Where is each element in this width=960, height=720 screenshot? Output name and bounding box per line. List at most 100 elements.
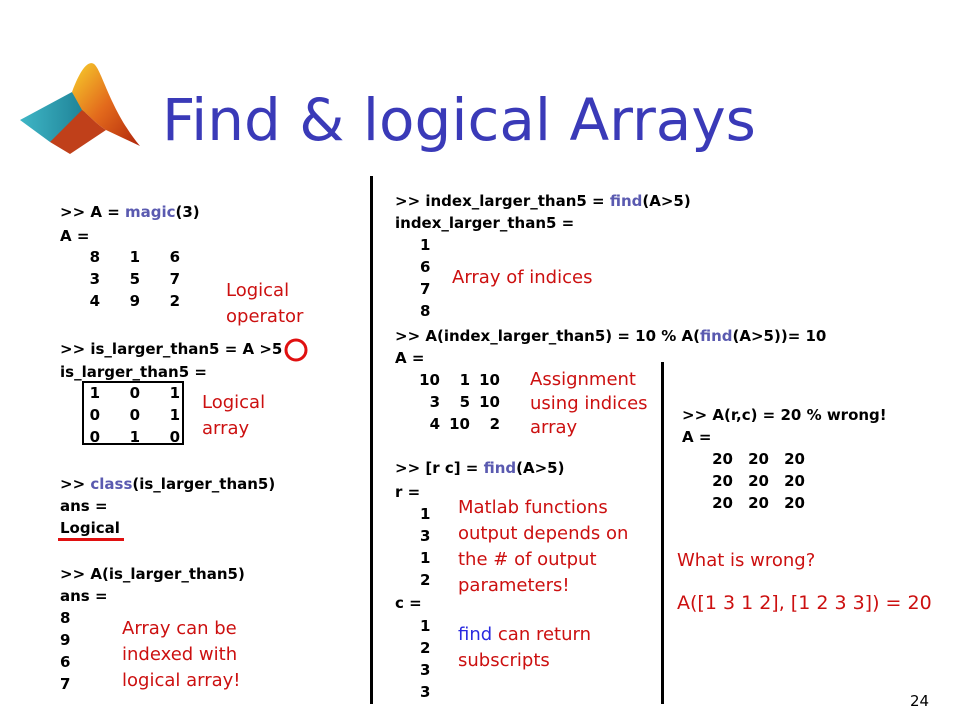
matrix-cell: 0 xyxy=(129,406,140,424)
left-cmd-index: >> A(is_larger_than5) xyxy=(60,565,245,583)
matrix-row: 8 1 6 xyxy=(60,247,180,269)
matrix-cell: 0 xyxy=(89,428,100,446)
column-value: 1 xyxy=(420,236,431,254)
left-cmd-compare: >> is_larger_than5 = A >5 xyxy=(60,340,283,358)
mid-c-values: 1 2 3 3 xyxy=(420,616,430,704)
matrix-cell: 5 xyxy=(459,393,470,411)
left-class-result: Logical xyxy=(60,519,120,537)
matrix-cell: 1 xyxy=(169,384,180,402)
matlab-membrane-logo-icon xyxy=(20,63,140,154)
matrix-cell: 20 xyxy=(748,472,769,490)
matrix-row: 20 20 20 xyxy=(697,493,805,515)
matrix-cell: 0 xyxy=(89,406,100,424)
column-value: 2 xyxy=(420,639,431,657)
mid-a-label: A = xyxy=(395,349,425,367)
matrix-cell: 3 xyxy=(89,270,100,288)
left-ans-label: ans = xyxy=(60,497,108,515)
matrix-cell: 20 xyxy=(784,450,805,468)
matrix-cell: 10 xyxy=(479,393,500,411)
matrix-cell: 20 xyxy=(784,494,805,512)
matrix-cell: 1 xyxy=(169,406,180,424)
matrix-cell: 1 xyxy=(129,248,140,266)
right-a-matrix: 20 20 20 20 20 20 20 20 20 xyxy=(697,449,805,515)
divider-right xyxy=(661,362,664,704)
left-a-label: A = xyxy=(60,227,90,245)
left-ans-label2: ans = xyxy=(60,587,108,605)
matrix-cell: 20 xyxy=(712,494,733,512)
page-title: Find & logical Arrays xyxy=(162,86,756,154)
column-value: 3 xyxy=(420,683,431,701)
matrix-cell: 10 xyxy=(479,371,500,389)
annotation-what-wrong: What is wrong? xyxy=(677,550,816,571)
matrix-row: 0 0 1 xyxy=(60,405,180,427)
column-value: 2 xyxy=(420,571,431,589)
right-a-label: A = xyxy=(682,428,712,446)
matrix-row: 20 20 20 xyxy=(697,471,805,493)
matrix-cell: 20 xyxy=(784,472,805,490)
column-value: 8 xyxy=(420,302,431,320)
left-cmd-class: >> class(is_larger_than5) xyxy=(60,475,276,493)
matrix-cell: 1 xyxy=(459,371,470,389)
matrix-cell: 0 xyxy=(129,384,140,402)
logical-underline xyxy=(58,538,124,541)
mid-cmd-rc: >> [r c] = find(A>5) xyxy=(395,459,565,477)
annotation-array-of-indices: Array of indices xyxy=(452,267,593,288)
matrix-cell: 5 xyxy=(129,270,140,288)
matrix-row: 3 5 10 xyxy=(410,392,500,414)
matrix-cell: 20 xyxy=(748,450,769,468)
matrix-cell: 2 xyxy=(489,415,500,433)
mid-r-values: 1 3 1 2 xyxy=(420,504,430,592)
right-cmd-wrong: >> A(r,c) = 20 % wrong! xyxy=(682,406,887,424)
divider-left xyxy=(370,176,373,704)
column-value: 9 xyxy=(60,631,71,649)
operator-highlight-circle xyxy=(284,338,308,362)
matrix-cell: 0 xyxy=(169,428,180,446)
column-value: 3 xyxy=(420,527,431,545)
matrix-cell: 1 xyxy=(89,384,100,402)
column-value: 3 xyxy=(420,661,431,679)
matrix-cell: 20 xyxy=(748,494,769,512)
matrix-cell: 20 xyxy=(712,450,733,468)
matrix-row: 4 10 2 xyxy=(410,414,500,436)
column-value: 8 xyxy=(60,609,71,627)
logical-array-box xyxy=(82,381,184,445)
matrix-cell: 6 xyxy=(169,248,180,266)
column-value: 1 xyxy=(420,549,431,567)
column-value: 7 xyxy=(60,675,71,693)
column-value: 1 xyxy=(420,617,431,635)
column-value: 6 xyxy=(420,258,431,276)
matrix-cell: 4 xyxy=(89,292,100,310)
mid-idx-label: index_larger_than5 = xyxy=(395,214,575,232)
left-b-label: is_larger_than5 = xyxy=(60,363,207,381)
matrix-cell: 8 xyxy=(89,248,100,266)
matrix-cell: 4 xyxy=(429,415,440,433)
matrix-row: 20 20 20 xyxy=(697,449,805,471)
matrix-row: 1 0 1 xyxy=(60,383,180,405)
matrix-cell: 3 xyxy=(429,393,440,411)
mid-cmd-find: >> index_larger_than5 = find(A>5) xyxy=(395,192,691,210)
matrix-cell: 10 xyxy=(449,415,470,433)
column-value: 1 xyxy=(420,505,431,523)
annotation-answer: A([1 3 1 2], [1 2 3 3]) = 20 xyxy=(677,592,932,614)
matrix-cell: 9 xyxy=(129,292,140,310)
matrix-cell: 20 xyxy=(712,472,733,490)
mid-cmd-assign: >> A(index_larger_than5) = 10 % A(find(A… xyxy=(395,327,827,345)
mid-c-label: c = xyxy=(395,594,422,612)
column-value: 6 xyxy=(60,653,71,671)
left-cmd-magic: >> A = magic(3) xyxy=(60,203,200,221)
column-value: 7 xyxy=(420,280,431,298)
